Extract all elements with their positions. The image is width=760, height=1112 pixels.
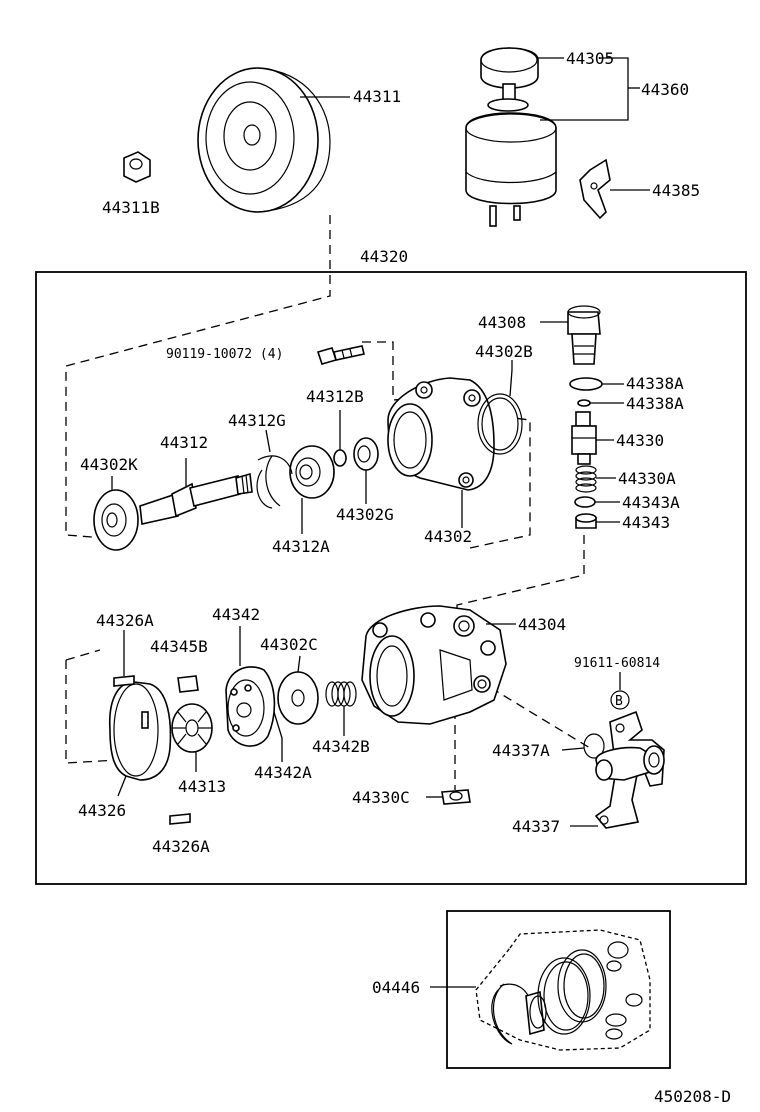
label-90119-10072: 90119-10072 (4) [166,347,283,362]
reservoir-44360 [465,47,640,227]
label-44304: 44304 [518,615,566,634]
union-bracket-44337 [570,710,665,829]
o-ring-44338A-small [577,399,624,407]
pin-44326A-bottom [169,813,191,825]
label-44312B: 44312B [306,387,364,406]
label-44312A: 44312A [272,537,330,556]
cam-ring-44326 [108,681,172,797]
bearing-44312A [289,445,335,534]
label-44342: 44342 [212,605,260,624]
label-44302G: 44302G [336,505,394,524]
plate-44302C [277,655,319,725]
label-04446: 04446 [372,978,420,997]
o-ring-44343A [574,496,620,508]
lower-subassembly-outline-top [65,649,101,661]
shaft-44312 [139,458,253,525]
figure-code: 450208-D [654,1087,731,1106]
label-44385: 44385 [652,181,700,200]
label-44312: 44312 [160,433,208,452]
label-44330: 44330 [616,431,664,450]
label-44337: 44337 [512,817,560,836]
label-44312G: 44312G [228,411,286,430]
upper-subassembly-outline-right [362,341,421,401]
lower-subassembly-outline [65,660,119,764]
label-44330A: 44330A [618,469,676,488]
valve-44330 [571,411,614,465]
label-44326: 44326 [78,801,126,820]
label-44311: 44311 [353,87,401,106]
label-44330C: 44330C [352,788,410,807]
label-44338A-1: 44338A [626,374,684,393]
plate-44342 [225,626,283,762]
label-44326A-bottom: 44326A [152,837,210,856]
o-ring-44338A-large [569,377,624,391]
label-44326A-top: 44326A [96,611,154,630]
pulley-44311 [197,67,350,213]
label-44342A: 44342A [254,763,312,782]
label-44313: 44313 [178,777,226,796]
label-91611-60814: 91611-60814 [574,656,660,671]
label-44345B: 44345B [150,637,208,656]
label-44302K: 44302K [80,455,138,474]
upper-subassembly-outline [65,215,331,541]
assembly-44320-box [35,271,747,885]
seal-44302K [93,476,139,551]
label-44311B: 44311B [102,198,160,217]
o-ring-44302B [477,360,523,455]
vane-44345B [177,675,199,693]
ref-b-circle [610,690,630,710]
label-44342B: 44342B [312,737,370,756]
spring-44342B [325,681,357,736]
housing-44304 [361,605,516,725]
spring-44330A [575,465,616,493]
plug-44343 [575,513,620,529]
nut-44311B [123,151,151,183]
pump-body-44302 [387,377,495,528]
label-44343A: 44343A [622,493,680,512]
label-44302: 44302 [424,527,472,546]
bearing-44302G [353,437,379,504]
bracket-44385 [579,158,650,220]
o-ring-44337A [561,733,605,759]
label-44337A: 44337A [492,741,550,760]
bolt-90119-10072 [316,345,365,365]
label-44308: 44308 [478,313,526,332]
kit-04446-box [446,910,671,1069]
rotor-44313 [171,703,213,772]
gasket-kit-04446 [430,929,651,1051]
fitting-44330C [426,789,471,805]
ring-44312B [333,410,347,467]
label-44338A-2: 44338A [626,394,684,413]
label-44360: 44360 [641,80,689,99]
fitting-44308 [540,305,601,365]
label-44320: 44320 [360,247,408,266]
ref-b-letter: B [615,694,623,709]
label-44302C: 44302C [260,635,318,654]
label-44305: 44305 [566,49,614,68]
pin-44326A-top [113,630,135,687]
label-44302B: 44302B [475,342,533,361]
label-44343: 44343 [622,513,670,532]
snap-ring-44312G [256,429,293,509]
